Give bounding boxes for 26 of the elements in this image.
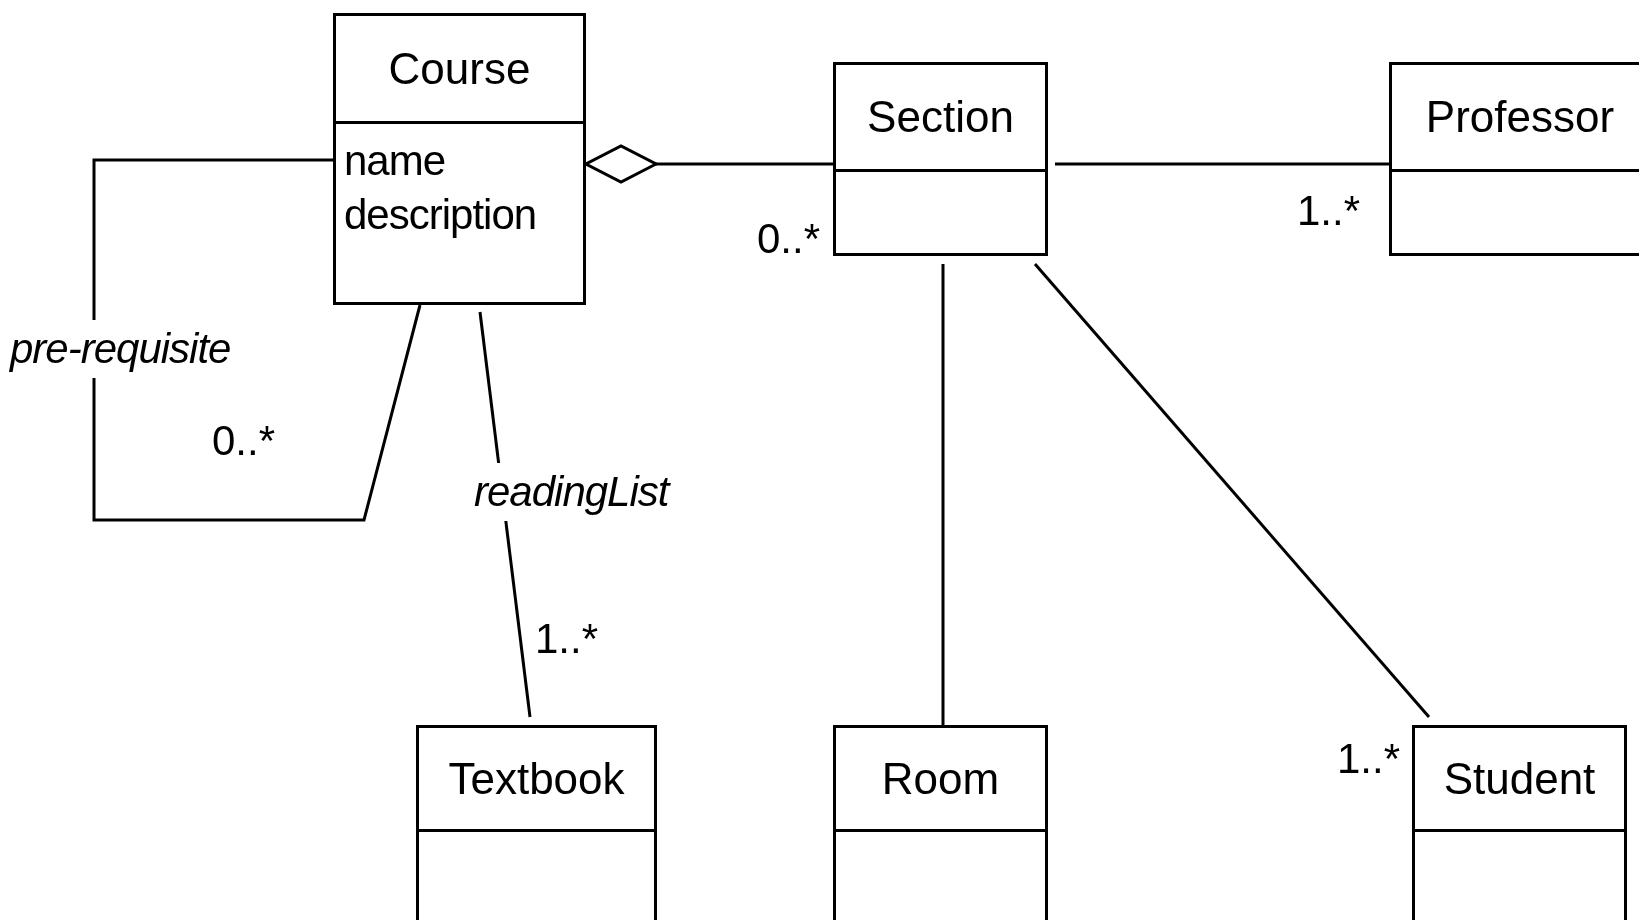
class-name: Room	[881, 756, 1000, 801]
class-box	[416, 725, 657, 920]
attribute: name	[344, 140, 447, 182]
class-name: Student	[1443, 756, 1596, 801]
class-name: Textbook	[448, 756, 625, 801]
attribute: description	[344, 194, 538, 236]
multiplicity: 1..*	[535, 618, 599, 660]
association-line	[92, 158, 422, 522]
class-name: Section	[867, 95, 1014, 139]
multiplicity: 1..*	[1337, 738, 1401, 780]
association-line	[1033, 263, 1431, 718]
multiplicity: 0..*	[757, 218, 821, 260]
aggregation-line	[584, 144, 833, 184]
association-line	[1055, 162, 1389, 166]
class-name: Course	[388, 46, 531, 91]
edge-label: readingList	[474, 463, 669, 521]
multiplicity: 1..*	[1297, 190, 1361, 232]
association-line	[941, 264, 945, 725]
multiplicity: 0..*	[212, 420, 276, 462]
class-box	[833, 62, 1048, 256]
class-box	[1412, 725, 1627, 920]
class-name: Professor	[1425, 95, 1615, 139]
class-box	[1389, 62, 1639, 256]
class-box	[833, 725, 1048, 920]
class-box	[333, 13, 586, 305]
edge-label: pre-requisite	[10, 320, 231, 378]
